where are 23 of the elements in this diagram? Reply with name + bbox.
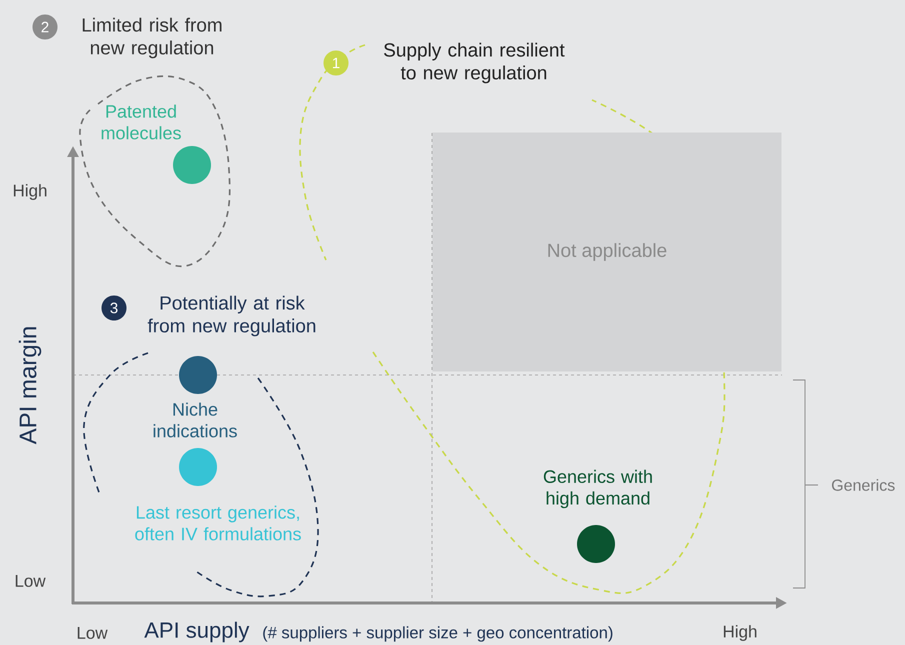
number-badge: 3	[102, 296, 126, 320]
axis-note: (# suppliers + supplier size + geo concentration)	[263, 626, 612, 642]
dot	[577, 525, 615, 563]
axis-value: Low	[78, 627, 108, 639]
dot	[173, 146, 211, 184]
group-label: Limited risk from new regulation	[82, 18, 222, 58]
group-label: Niche indications	[154, 402, 237, 438]
number-badge: 1	[324, 50, 348, 76]
dot	[179, 356, 217, 394]
group-label: Last resort generics, often IV formulations	[135, 506, 301, 540]
group-label: Potentially at risk from new regulation	[148, 296, 316, 336]
group-label: Supply chain resilient to new regulation	[384, 42, 565, 84]
bracket-label: Generics	[832, 479, 895, 491]
number-badge: 2	[32, 14, 58, 40]
axis-title: API supply	[144, 622, 250, 642]
group-label: Generics with high demand	[544, 470, 652, 508]
axis-value: High	[14, 184, 46, 200]
axis-value: Low	[16, 575, 46, 587]
dot	[179, 448, 217, 486]
shaded-region: Not applicable	[432, 132, 782, 372]
axis-value: High	[724, 625, 756, 641]
group-label: Patented molecules	[102, 104, 181, 140]
axis-title: API margin	[18, 327, 42, 444]
